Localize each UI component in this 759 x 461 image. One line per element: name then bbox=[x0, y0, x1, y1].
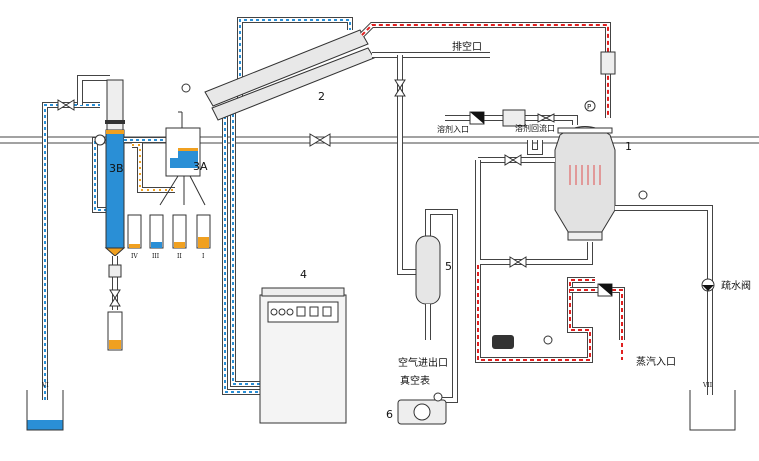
valve-icon bbox=[509, 256, 527, 268]
separator-3b: 3B bbox=[92, 79, 126, 351]
vent-line: 排空口 bbox=[372, 40, 490, 275]
thermometer-icon bbox=[638, 190, 648, 200]
receivers: IV III II I bbox=[127, 214, 211, 260]
solvent-inlet-label: 溶剂入口 bbox=[437, 124, 469, 134]
beaker-vi: VI bbox=[26, 382, 64, 431]
valve-icon bbox=[57, 99, 75, 111]
top-labels: 溶剂回流口 bbox=[515, 123, 555, 133]
steam-trap-label: 疏水阀 bbox=[721, 279, 751, 292]
steam-line: 蒸汽入口 疏水阀 VII bbox=[570, 205, 751, 431]
pressure-gauge-icon bbox=[584, 100, 596, 112]
receiver-iv: IV bbox=[127, 214, 142, 260]
solvent-return-label: 溶剂回流口 bbox=[515, 123, 555, 133]
label-2: 2 bbox=[318, 90, 325, 103]
label-3b: 3B bbox=[109, 162, 124, 175]
pressure-gauge-label: P bbox=[587, 103, 591, 111]
buffer-tank-5: 5 空气进出口 真空表 bbox=[398, 209, 458, 403]
valve-icon bbox=[309, 133, 331, 147]
label-3a: 3A bbox=[193, 160, 208, 173]
steam-valve bbox=[492, 335, 514, 349]
valve-icon bbox=[537, 113, 555, 123]
drain-label-vii: VII bbox=[702, 382, 713, 389]
gauge-icon bbox=[181, 83, 191, 93]
vent-label: 排空口 bbox=[452, 40, 482, 53]
valve-icon bbox=[394, 79, 406, 97]
receiver-iii: III bbox=[149, 214, 164, 260]
vapor-line bbox=[359, 22, 616, 118]
condenser-2: 2 bbox=[204, 29, 375, 121]
valve-icon bbox=[504, 154, 522, 166]
vacuum-gauge-label: 真空表 bbox=[400, 374, 430, 387]
label-1: 1 bbox=[625, 140, 632, 153]
separator-3a: 3A bbox=[124, 83, 208, 206]
extraction-tank-1: P 1 bbox=[475, 100, 648, 363]
heater-4: 4 bbox=[259, 268, 347, 424]
receiver-label-i: I bbox=[202, 253, 205, 260]
drain-line-vi bbox=[42, 75, 110, 400]
label-6: 6 bbox=[386, 408, 393, 421]
gauge-icon bbox=[543, 335, 553, 345]
label-4: 4 bbox=[300, 268, 307, 281]
drain-label-vi: VI bbox=[41, 382, 49, 389]
receiver-label-iv: IV bbox=[131, 253, 138, 260]
cooling-water-pipe bbox=[222, 17, 353, 395]
air-port-label: 空气进出口 bbox=[398, 356, 448, 369]
vacuum-gauge-icon bbox=[433, 392, 443, 402]
vacuum-pump-6: 6 bbox=[386, 392, 447, 425]
receiver-ii: II bbox=[172, 214, 187, 260]
steam-inlet-label: 蒸汽入口 bbox=[636, 355, 676, 368]
receiver-i: I bbox=[196, 214, 211, 260]
receiver-label-ii: II bbox=[177, 253, 182, 260]
solvent-inlet-line: 溶剂入口 bbox=[437, 109, 578, 155]
valve-icon bbox=[109, 289, 121, 307]
label-5: 5 bbox=[445, 260, 452, 273]
receiver-label-iii: III bbox=[152, 253, 160, 260]
